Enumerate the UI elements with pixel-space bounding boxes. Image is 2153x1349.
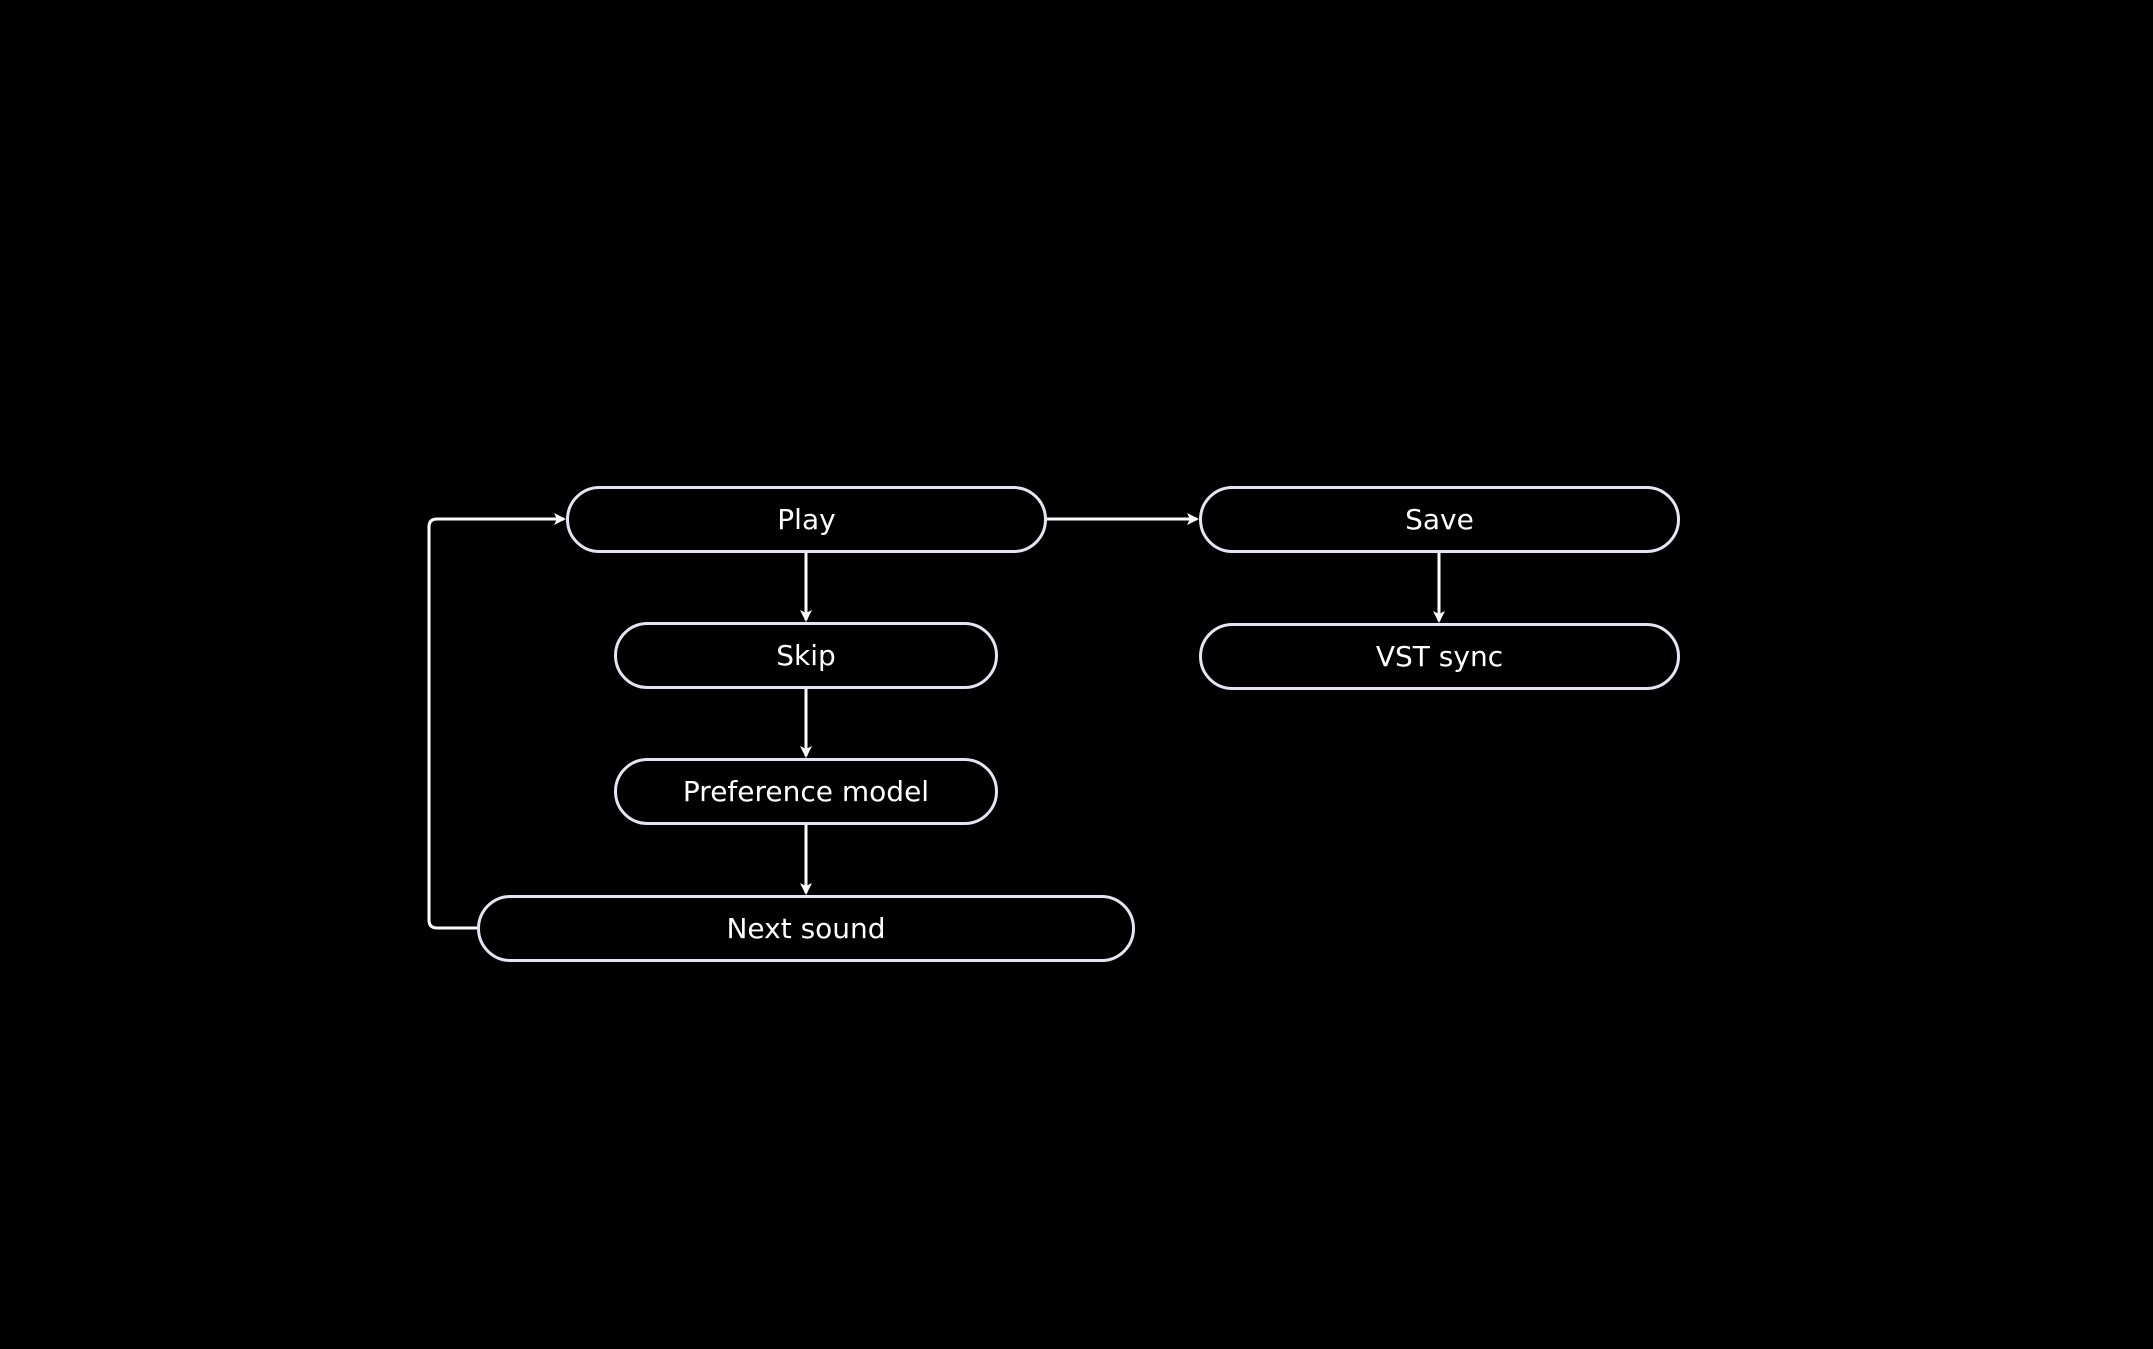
node-next-sound-label: Next sound [726,912,886,945]
node-vst-sync: VST sync [1199,623,1680,690]
node-save: Save [1199,486,1680,553]
node-skip: Skip [614,622,998,689]
node-next-sound: Next sound [477,895,1135,962]
node-play: Play [566,486,1047,553]
edge-next-sound-to-play [427,513,566,930]
node-preference-model-label: Preference model [682,775,930,808]
node-save-label: Save [1405,503,1474,536]
node-skip-label: Skip [776,639,836,672]
node-vst-sync-label: VST sync [1375,640,1504,673]
node-preference-model: Preference model [614,758,998,825]
node-play-label: Play [777,503,836,536]
